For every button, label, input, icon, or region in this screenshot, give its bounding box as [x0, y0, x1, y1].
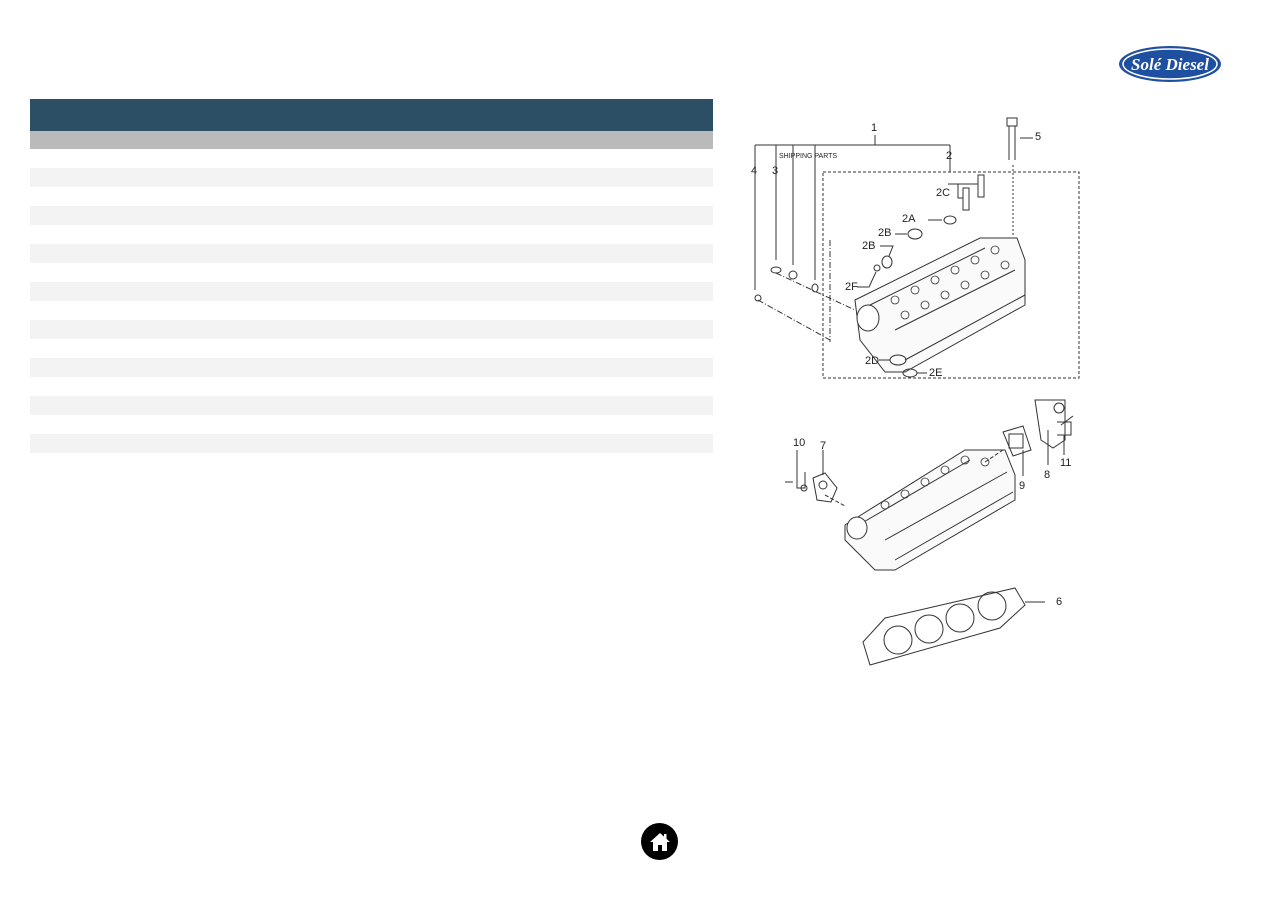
callout-9[interactable]: 9 — [1019, 480, 1026, 492]
table-row — [30, 206, 713, 225]
home-icon — [649, 832, 670, 851]
home-button[interactable] — [641, 823, 678, 860]
callout-2b[interactable]: 2B — [878, 227, 892, 239]
callout-2d[interactable]: 2D — [865, 355, 880, 367]
parts-table — [30, 99, 713, 453]
callout-2c[interactable]: 2C — [936, 187, 951, 199]
table-row — [30, 434, 713, 453]
table-row — [30, 263, 713, 282]
table-row — [30, 282, 713, 301]
table-row — [30, 149, 713, 168]
table-row — [30, 377, 713, 396]
table-row — [30, 320, 713, 339]
shipping-parts-label: SHIPPING PARTS — [779, 153, 838, 160]
callout-7[interactable]: 7 — [820, 440, 827, 452]
table-row — [30, 168, 713, 187]
table-row — [30, 225, 713, 244]
table-column-header — [30, 131, 713, 149]
table-row — [30, 396, 713, 415]
table-row — [30, 244, 713, 263]
table-row — [30, 358, 713, 377]
table-row — [30, 301, 713, 320]
callout-1[interactable]: 1 — [871, 122, 878, 134]
callout-2a[interactable]: 2A — [902, 213, 916, 225]
table-row — [30, 415, 713, 434]
callout-10[interactable]: 10 — [793, 437, 806, 449]
callout-3[interactable]: 3 — [772, 165, 779, 177]
callout-11[interactable]: 11 — [1060, 457, 1072, 469]
callout-2f[interactable]: 2F — [845, 281, 858, 293]
table-header — [30, 99, 713, 131]
callout-2e[interactable]: 2E — [929, 367, 943, 379]
table-row — [30, 339, 713, 358]
table-row — [30, 187, 713, 206]
callout-4[interactable]: 4 — [751, 165, 758, 177]
sole-diesel-logo: Solé Diesel — [1118, 45, 1222, 83]
callout-8[interactable]: 8 — [1044, 469, 1051, 481]
callout-5[interactable]: 5 — [1035, 131, 1042, 143]
exploded-parts-diagram: 1 2 4 3 SHIPPING PARTS 5 2C 2A 2B 2B 2F … — [745, 110, 1095, 680]
callout-2[interactable]: 2 — [946, 150, 953, 162]
callout-6[interactable]: 6 — [1056, 596, 1063, 608]
callout-2b-second[interactable]: 2B — [862, 240, 876, 252]
logo-text: Solé Diesel — [1131, 55, 1209, 74]
